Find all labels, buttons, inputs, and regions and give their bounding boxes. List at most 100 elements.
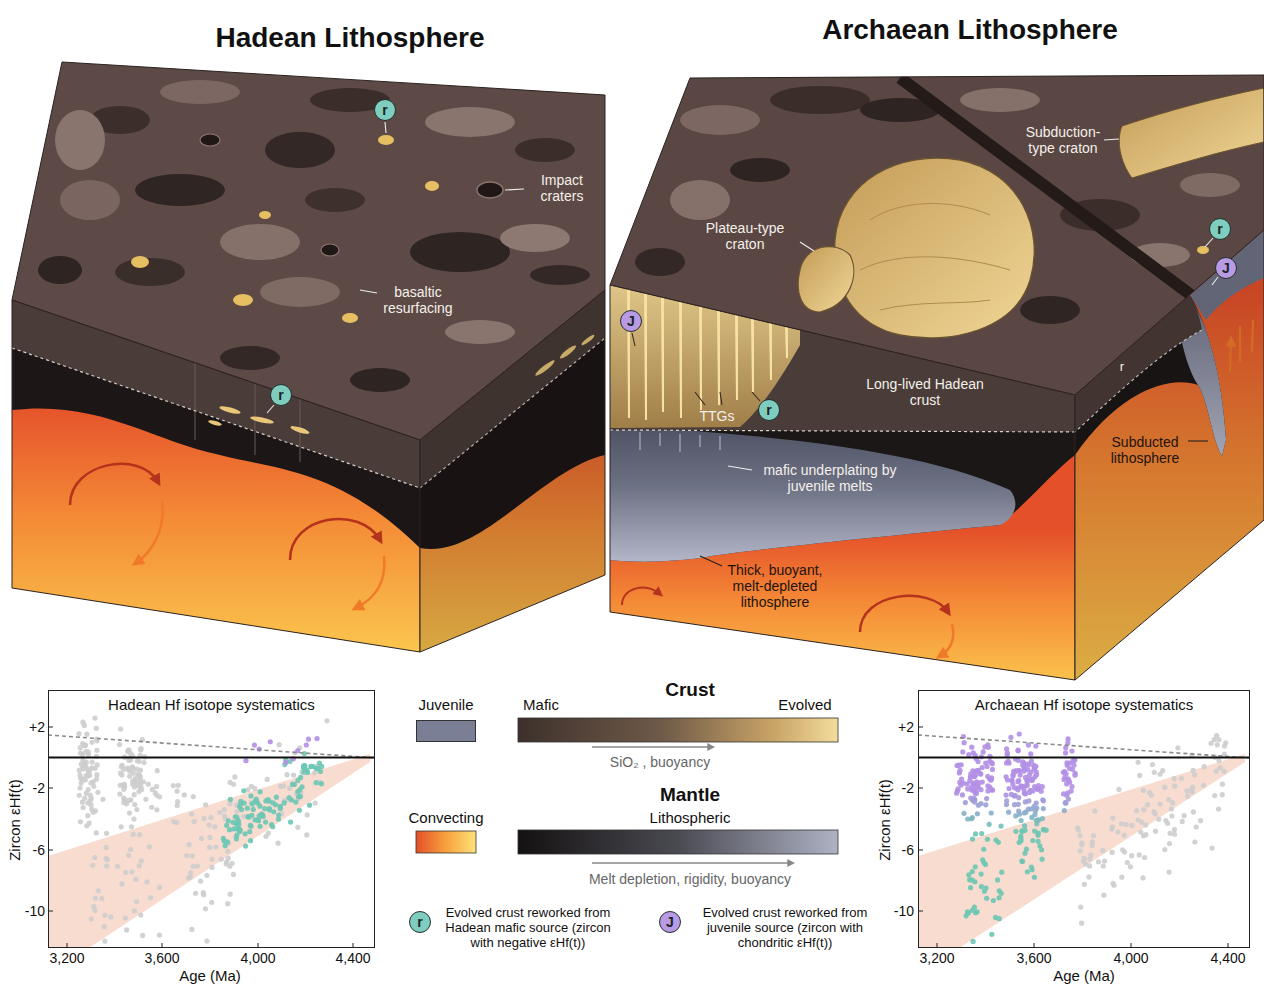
data-point — [1016, 809, 1021, 814]
top-face-texture — [500, 224, 570, 252]
side-face — [1073, 225, 1264, 685]
front-face — [608, 280, 1078, 685]
data-point — [1021, 769, 1026, 774]
data-point — [956, 763, 961, 768]
data-point — [311, 764, 316, 769]
scale-arrow — [592, 746, 712, 747]
data-point — [1145, 802, 1150, 807]
data-point — [233, 814, 238, 819]
data-point — [287, 795, 292, 800]
data-point — [1063, 750, 1068, 755]
data-point — [313, 800, 318, 805]
tick-label: 3,600 — [1016, 950, 1051, 966]
data-point — [1003, 792, 1008, 797]
data-point — [91, 779, 96, 784]
data-point — [104, 831, 109, 836]
top-face-texture — [445, 320, 515, 344]
impact-crater — [477, 182, 503, 198]
annotation: r — [1120, 360, 1124, 375]
data-point — [277, 742, 282, 747]
data-point — [119, 881, 124, 886]
data-point — [117, 792, 122, 797]
data-point — [190, 854, 195, 859]
data-point — [1019, 783, 1024, 788]
data-point — [102, 913, 107, 918]
data-point — [1024, 847, 1029, 852]
legend-swatch — [416, 720, 476, 742]
data-point — [84, 732, 89, 737]
data-point — [105, 857, 110, 862]
data-point — [182, 792, 187, 797]
data-point — [225, 849, 230, 854]
callout-letter: r — [766, 403, 771, 417]
data-point — [1135, 817, 1140, 822]
tick-label: -6 — [902, 842, 914, 858]
data-point — [1141, 807, 1146, 812]
data-point — [275, 841, 280, 846]
data-point — [247, 829, 252, 834]
leader-lines — [1188, 440, 1208, 441]
data-point — [1137, 773, 1142, 778]
data-point — [94, 726, 99, 731]
data-point — [92, 715, 97, 720]
data-point — [86, 770, 91, 775]
data-point — [133, 877, 138, 882]
data-point — [954, 791, 959, 796]
data-point — [305, 812, 310, 817]
data-point — [1192, 839, 1197, 844]
data-point — [1172, 832, 1177, 837]
data-point — [204, 873, 209, 878]
data-point — [990, 767, 995, 772]
data-point — [964, 913, 969, 918]
front-face — [610, 430, 1075, 432]
data-point — [975, 811, 980, 816]
data-point — [1013, 829, 1018, 834]
data-point — [304, 832, 309, 837]
front-face — [195, 363, 300, 462]
crustal-evolution-field — [918, 754, 1245, 948]
data-point — [1013, 768, 1018, 773]
tick-label: +2 — [29, 719, 45, 735]
data-point — [1028, 770, 1033, 775]
data-point — [252, 786, 257, 791]
data-point — [1101, 863, 1106, 868]
data-point — [201, 892, 206, 897]
data-point — [139, 858, 144, 863]
felsic-patch — [425, 181, 439, 191]
data-point — [130, 766, 135, 771]
data-point — [996, 895, 1001, 900]
top-face-texture — [115, 258, 185, 286]
data-point — [1156, 817, 1161, 822]
felsic-patch — [259, 211, 271, 219]
top-face-texture — [265, 132, 335, 168]
data-point — [1079, 921, 1084, 926]
data-point — [1092, 808, 1097, 813]
data-point — [1008, 735, 1013, 740]
tick-label: -10 — [25, 903, 45, 919]
data-point — [148, 895, 153, 900]
data-point — [1032, 875, 1037, 880]
data-point — [1016, 748, 1021, 753]
data-point — [76, 731, 81, 736]
data-point — [1119, 875, 1124, 880]
data-point — [252, 742, 257, 747]
data-point — [1039, 789, 1044, 794]
data-point — [1006, 810, 1011, 815]
data-point — [212, 824, 217, 829]
callout-circle: r — [270, 384, 292, 406]
data-point — [171, 819, 176, 824]
top-face-texture — [1197, 246, 1209, 254]
data-point — [1214, 733, 1219, 738]
data-point — [188, 870, 193, 875]
data-point — [1018, 818, 1023, 823]
callout-letter: r — [1217, 222, 1222, 236]
data-point — [1102, 858, 1107, 863]
data-point — [1040, 797, 1045, 802]
front-face — [12, 290, 422, 660]
data-point — [1153, 829, 1158, 834]
data-point — [217, 810, 222, 815]
data-point — [958, 783, 963, 788]
data-points — [76, 715, 329, 948]
top-face-texture — [350, 368, 410, 392]
data-point — [89, 796, 94, 801]
